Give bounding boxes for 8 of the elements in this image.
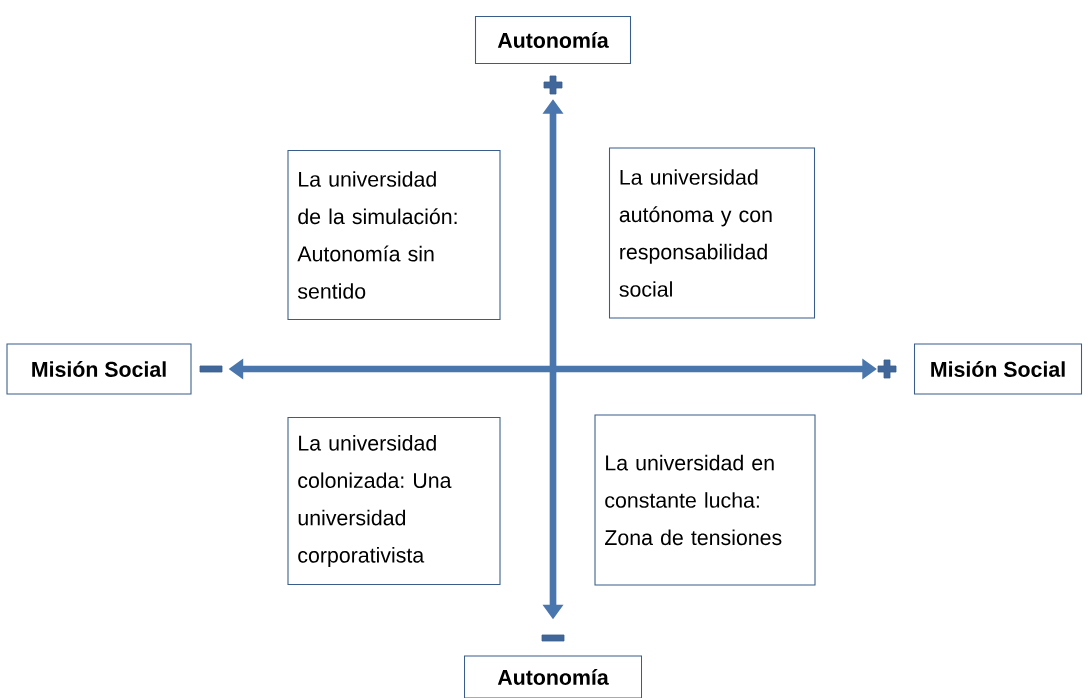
axis-label-box: Misión Social — [913, 343, 1083, 395]
axis-label-box: Autonomía — [474, 15, 632, 65]
axis-label-box: Autonomía — [463, 655, 643, 698]
quadrant-box: La universidad en constante lucha: Zona de tensiones — [594, 414, 816, 586]
quadrant-box: La universidad colonizada: Una universidad corporativista — [287, 416, 501, 586]
axis-label-box: Misión Social — [6, 343, 192, 395]
quadrant-box: La universidad autónoma y con responsabilidad social — [608, 147, 816, 319]
quadrant-box: La universidad de la simulación: Autonomía sin sentido — [287, 149, 501, 321]
